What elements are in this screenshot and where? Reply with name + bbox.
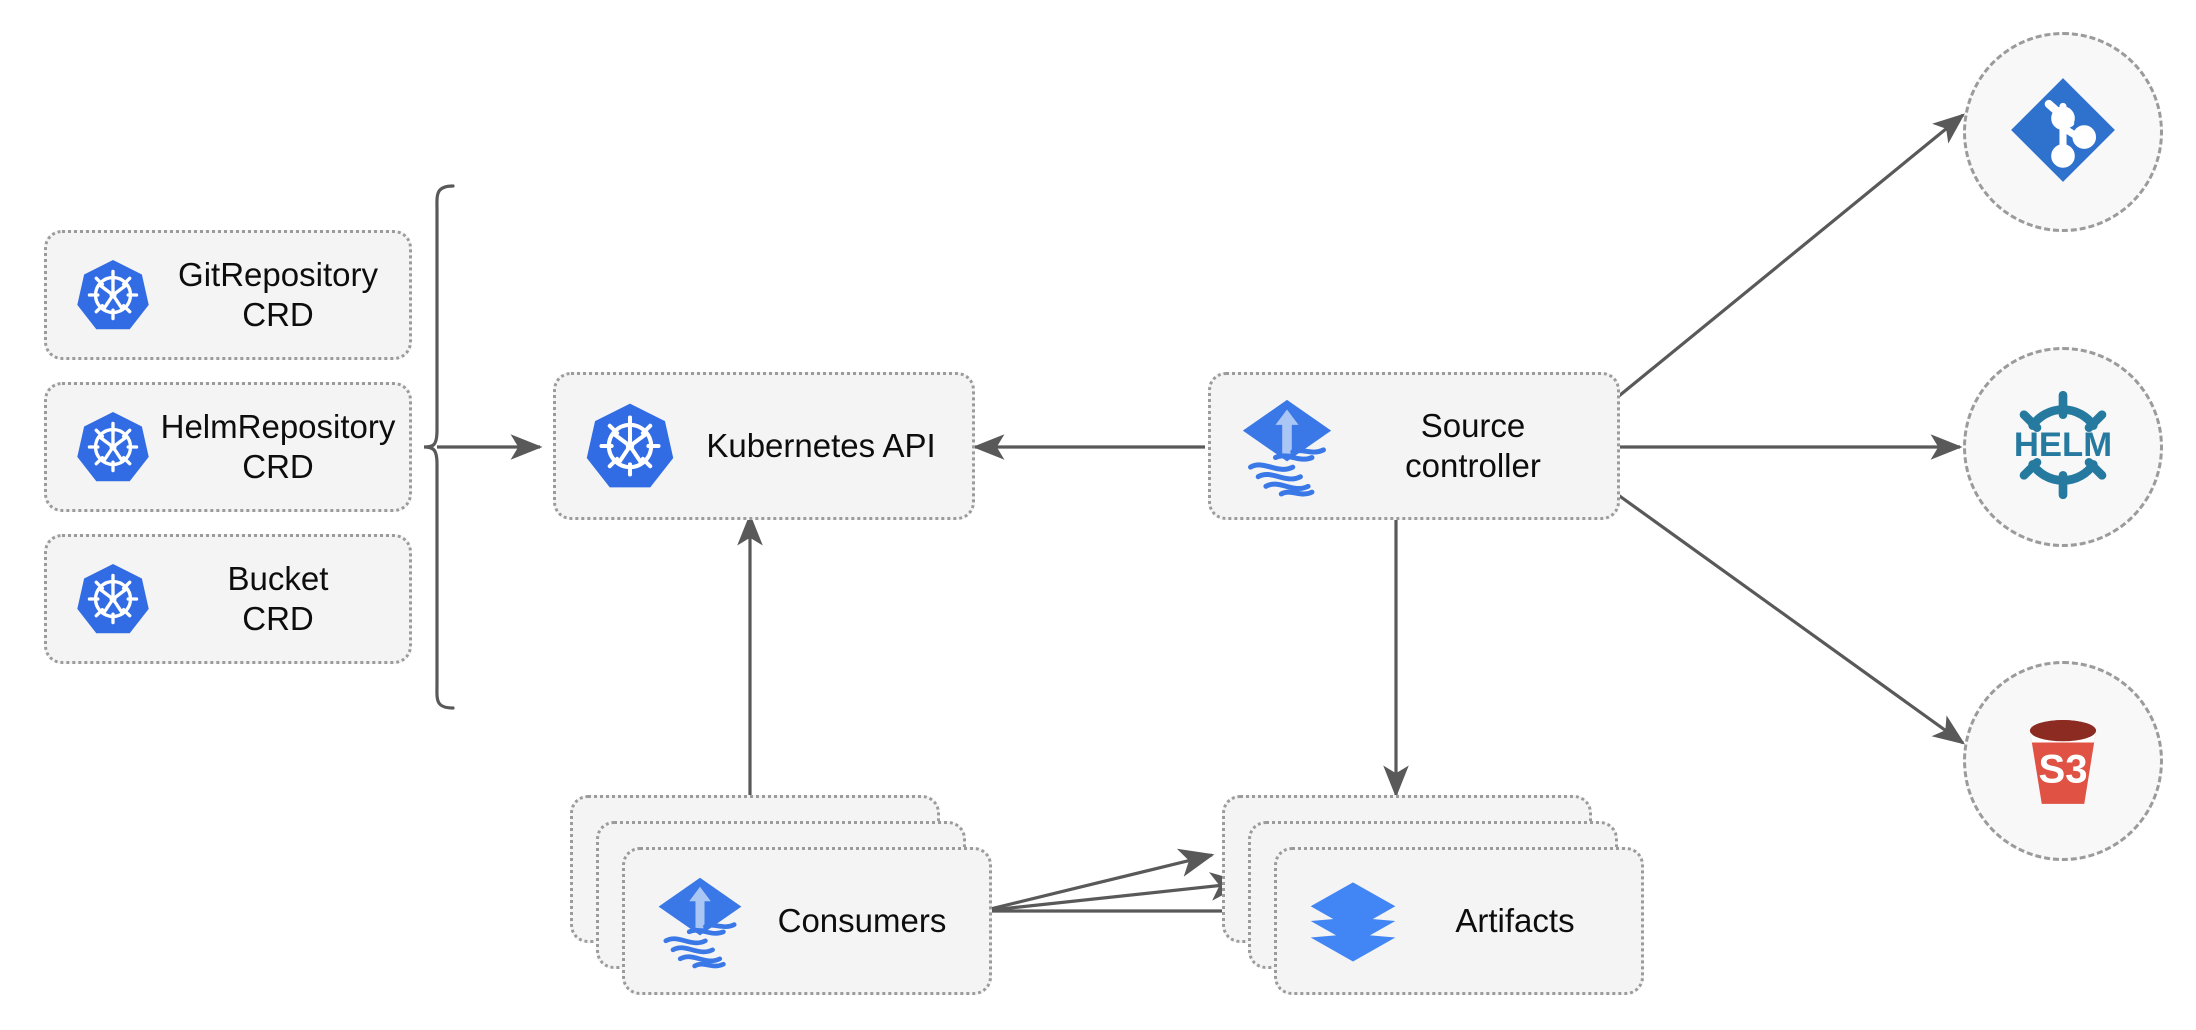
kubernetes-icon [584, 400, 676, 492]
node-kubernetes-api[interactable]: Kubernetes API [553, 372, 975, 520]
s3-wordmark: S3 [2038, 746, 2087, 791]
source-s3-circle[interactable]: S3 [1963, 661, 2163, 861]
crd-box-helmrepository[interactable]: HelmRepository CRD [44, 382, 412, 512]
node-consumers[interactable]: Consumers [570, 795, 992, 995]
kubernetes-icon [73, 407, 153, 487]
node-artifacts[interactable]: Artifacts [1222, 795, 1644, 995]
helm-wordmark: HELM [2014, 425, 2112, 463]
flux-icon [655, 870, 745, 972]
source-helm-circle[interactable]: HELM [1963, 347, 2163, 547]
consumers-layer-front[interactable]: Consumers [622, 847, 992, 995]
node-label: Kubernetes API [706, 426, 936, 464]
helm-icon: HELM [1998, 380, 2128, 515]
source-git-circle[interactable] [1963, 32, 2163, 232]
kubernetes-icon [73, 255, 153, 335]
artifacts-layer-front[interactable]: Artifacts [1274, 847, 1644, 995]
s3-icon: S3 [2004, 700, 2122, 823]
layers-icon [1307, 875, 1399, 967]
git-icon [2004, 71, 2122, 194]
node-label: Source controller [1405, 406, 1541, 484]
kubernetes-icon [73, 559, 153, 639]
flux-icon [1239, 392, 1335, 500]
node-label: Artifacts [1455, 902, 1575, 939]
crd-label: Bucket CRD [227, 559, 329, 637]
crd-box-bucket[interactable]: Bucket CRD [44, 534, 412, 664]
node-label: Consumers [777, 902, 947, 939]
crd-label: HelmRepository CRD [160, 407, 396, 485]
crd-box-gitrepository[interactable]: GitRepository CRD [44, 230, 412, 360]
crd-label: GitRepository CRD [178, 255, 378, 333]
node-source-controller[interactable]: Source controller [1208, 372, 1620, 520]
